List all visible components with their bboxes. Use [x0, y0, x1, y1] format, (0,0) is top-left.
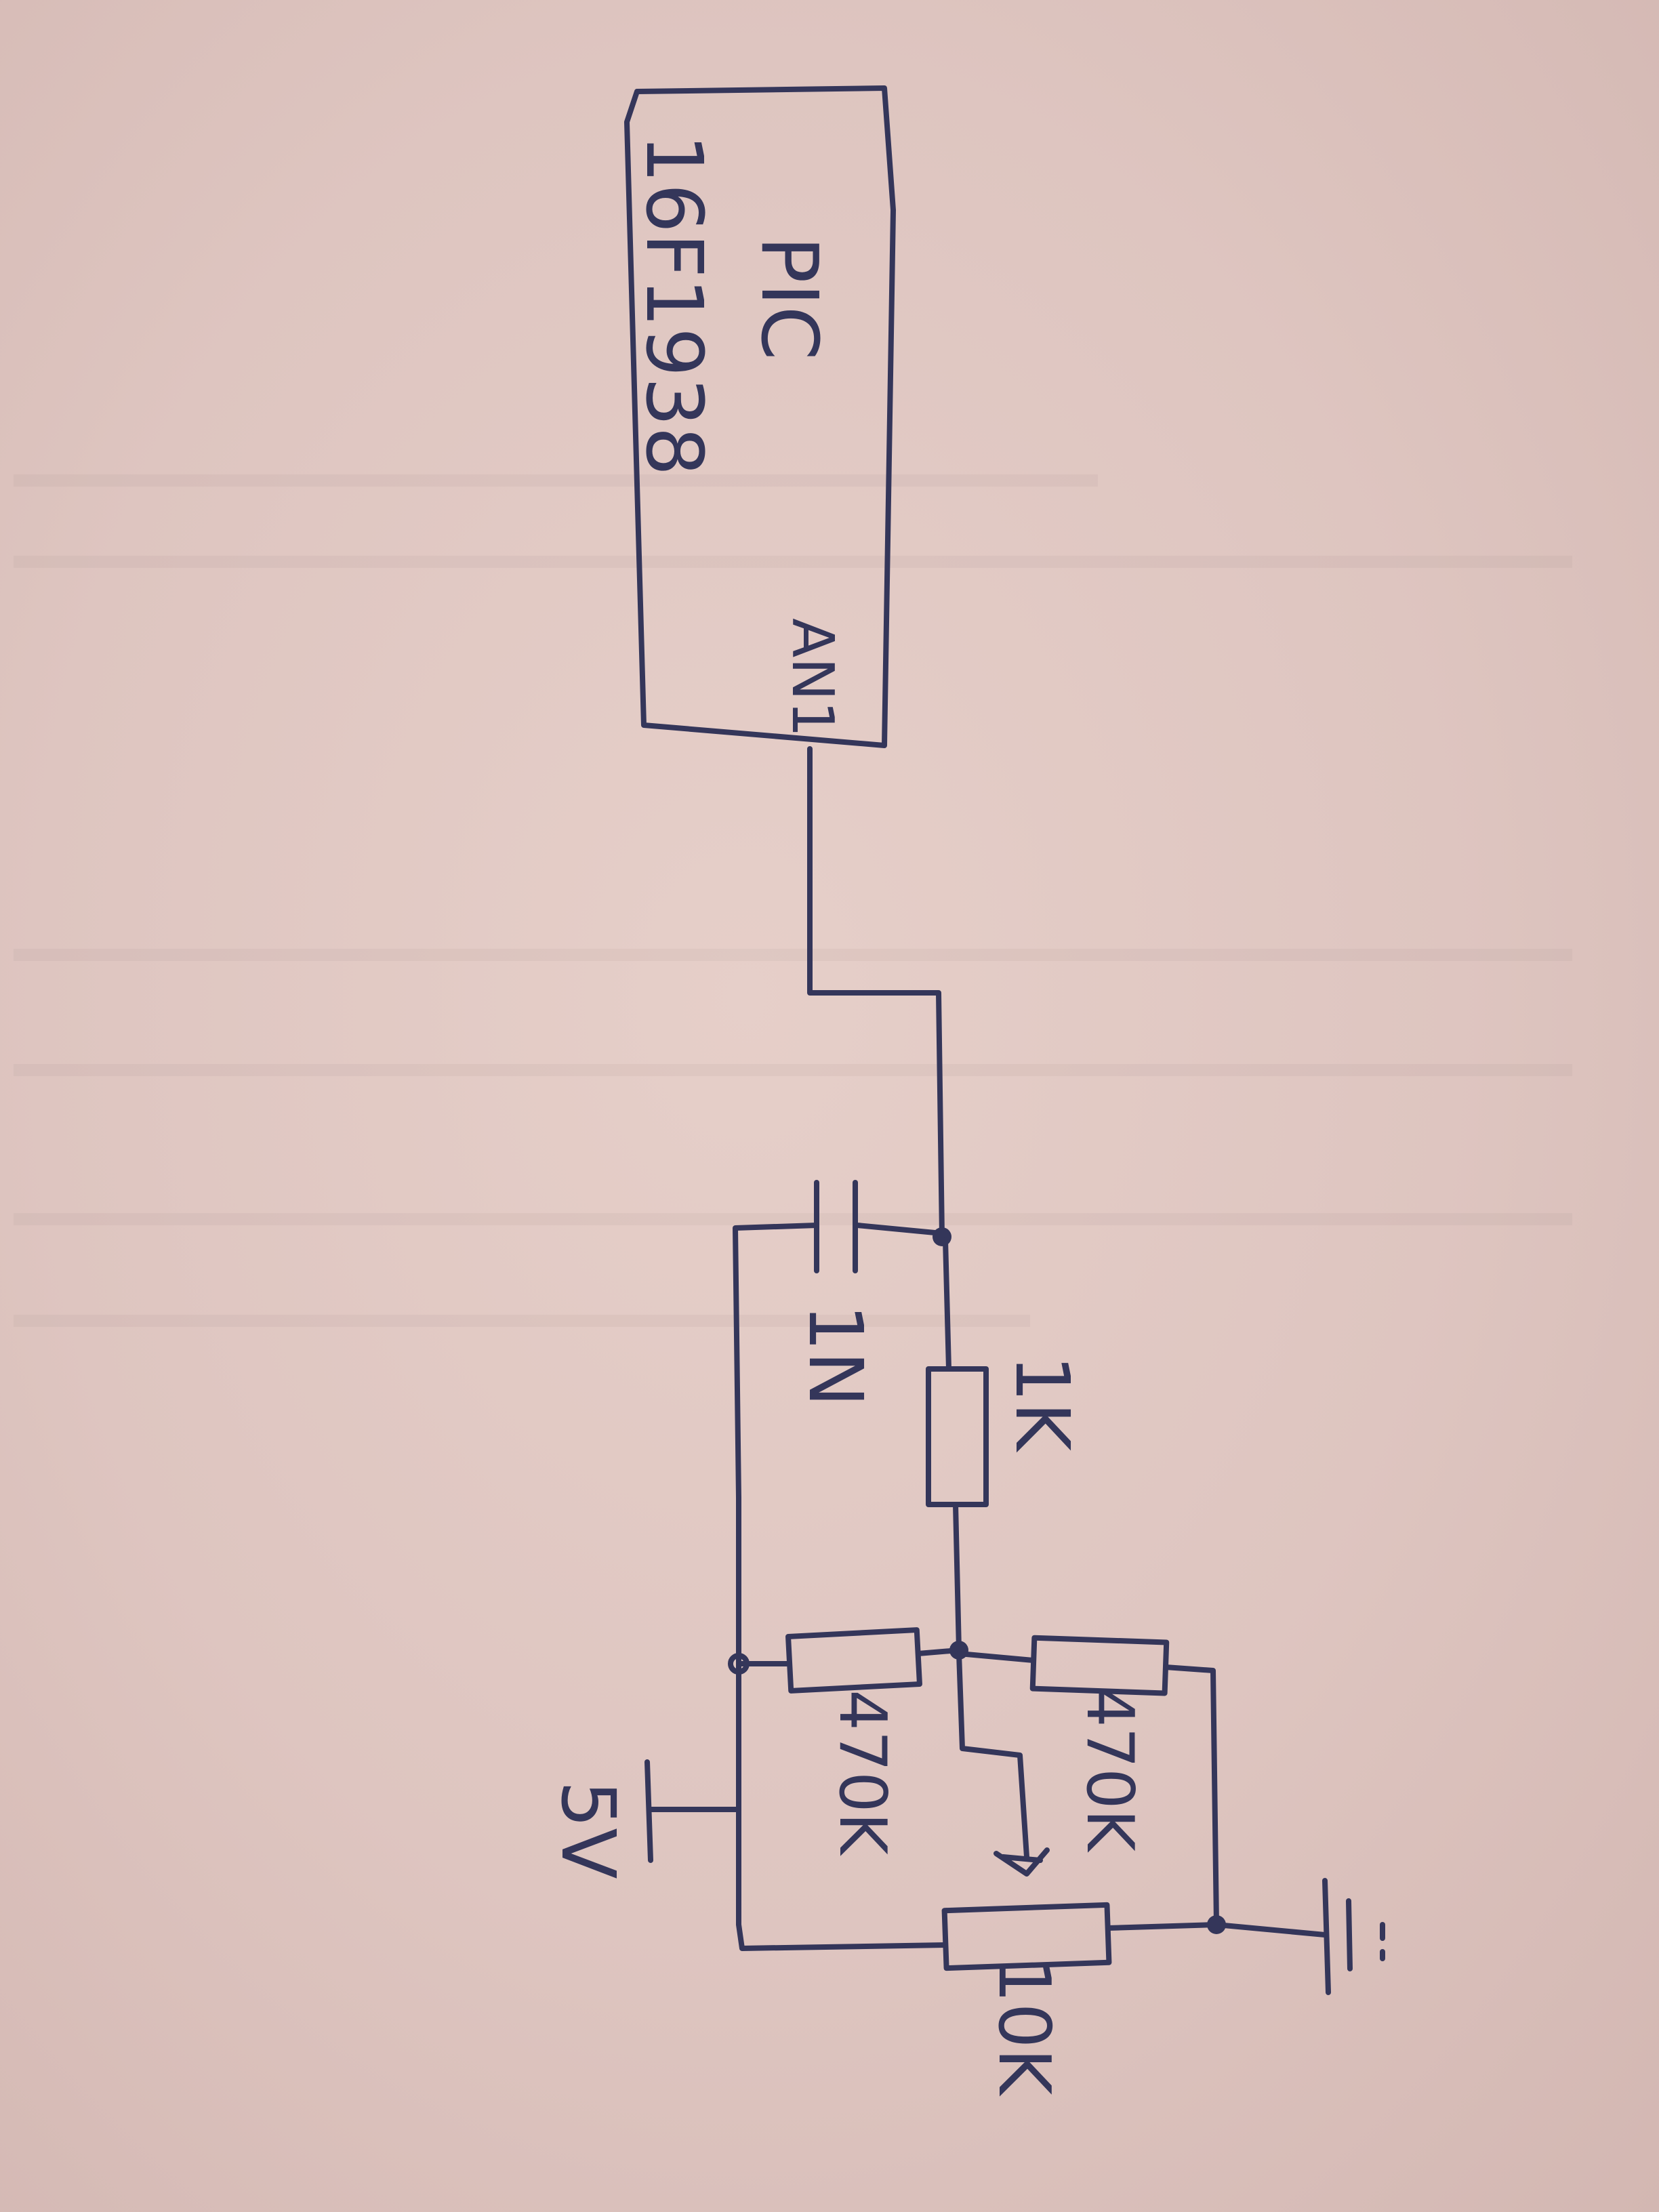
- wire-470k-lower-right: [1163, 1664, 1219, 1927]
- supply-bar: [644, 1759, 653, 1863]
- resistor-1k-label: 1K: [999, 1355, 1086, 1453]
- potentiometer-10k-body: [941, 1902, 1112, 1971]
- wire-1k-top: [943, 1237, 951, 1372]
- wire-cap-right: [855, 1223, 945, 1236]
- potentiometer-10k-label: 10K: [983, 1958, 1065, 2097]
- supply-label: 5V: [545, 1780, 632, 1879]
- resistor-470k-lower-body: [1029, 1635, 1170, 1696]
- potentiometer-wiper-arrow: [994, 1847, 1050, 1877]
- wire-5v-rail: [736, 1495, 948, 1951]
- wire-470k-upper-right: [916, 1647, 962, 1656]
- chip-body: [624, 85, 896, 748]
- paper-show-through: [14, 474, 1572, 1327]
- capacitor-label: 1N: [792, 1304, 879, 1407]
- wire-ground: [1214, 1922, 1328, 1938]
- chip-label-line2: 16F1938: [628, 134, 719, 476]
- wire-cap-left: [733, 1223, 819, 1500]
- pin-label-an1: AN1: [779, 618, 846, 737]
- wire-pot-ground-side: [1105, 1922, 1219, 1931]
- chip-label-line1: PIC: [743, 236, 834, 361]
- wire-pot-wiper: [956, 1651, 1029, 1860]
- wire-1k-bottom: [953, 1502, 962, 1653]
- wire-470k-lower-left: [956, 1651, 1036, 1663]
- resistor-1k-body: [926, 1366, 989, 1507]
- wire-an1: [807, 746, 945, 1240]
- ground-icon: [1322, 1878, 1385, 1995]
- resistor-470k-upper-body: [785, 1627, 922, 1694]
- resistor-470k-upper-label: 470K: [825, 1689, 899, 1856]
- resistor-470k-lower-label: 470K: [1072, 1686, 1147, 1853]
